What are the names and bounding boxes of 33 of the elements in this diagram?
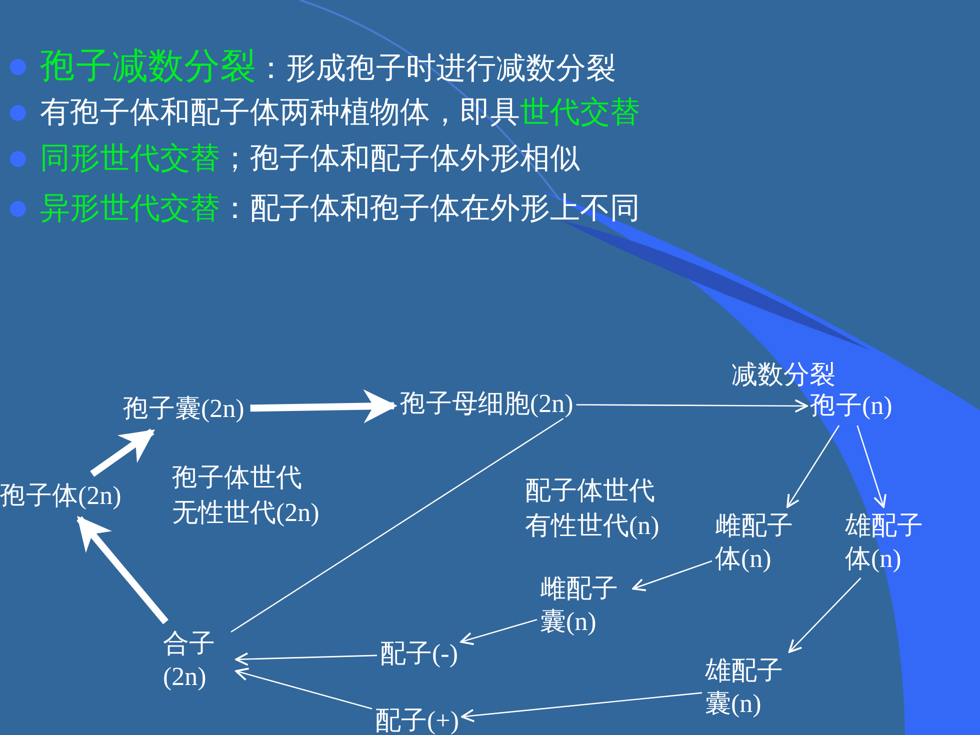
- bullet-text: 异形世代交替：配子体和孢子体在外形上不同: [40, 190, 640, 228]
- stage-label: 孢子囊(2n): [123, 393, 244, 426]
- thick-arrow: [90, 428, 155, 477]
- generation-label: 无性世代(2n): [172, 497, 320, 528]
- bullet-text: 同形世代交替；孢子体和配子体外形相似: [40, 140, 580, 178]
- arrow: [576, 399, 808, 413]
- generation-label: 有性世代(n): [525, 510, 660, 542]
- edge-label: 减数分裂: [732, 359, 836, 391]
- arrow: [461, 692, 702, 722]
- connector-line: [230, 418, 564, 633]
- stage-label: 配子(+): [375, 705, 459, 735]
- thick-arrow: [76, 516, 168, 624]
- bullet-text: 孢子减数分裂：形成孢子时进行减数分裂: [40, 45, 616, 89]
- stage-label: 孢子(n): [810, 390, 892, 422]
- stage-label: 配子(-): [380, 638, 458, 670]
- bullet-text: 有孢子体和配子体两种植物体，即具世代交替: [40, 94, 640, 132]
- stage-label: 雄配子体(n): [845, 510, 945, 575]
- arrow: [235, 652, 378, 666]
- arrow: [788, 578, 862, 653]
- thick-arrow: [250, 389, 398, 424]
- stage-label: 合子(2n): [163, 628, 233, 693]
- stage-label: 孢子母细胞(2n): [400, 388, 574, 420]
- arrow: [856, 425, 886, 508]
- generation-label: 孢子体世代: [172, 462, 302, 494]
- stage-label: 雌配子囊(n): [540, 573, 630, 638]
- arrow: [235, 668, 372, 710]
- generation-label: 配子体世代: [525, 475, 655, 506]
- arrow: [632, 560, 712, 592]
- stage-label: 雄配子囊(n): [705, 655, 805, 720]
- stage-label: 雌配子体(n): [715, 510, 815, 575]
- stage-label: 孢子体(2n): [0, 480, 122, 512]
- arrow: [460, 618, 538, 646]
- arrow: [786, 425, 840, 508]
